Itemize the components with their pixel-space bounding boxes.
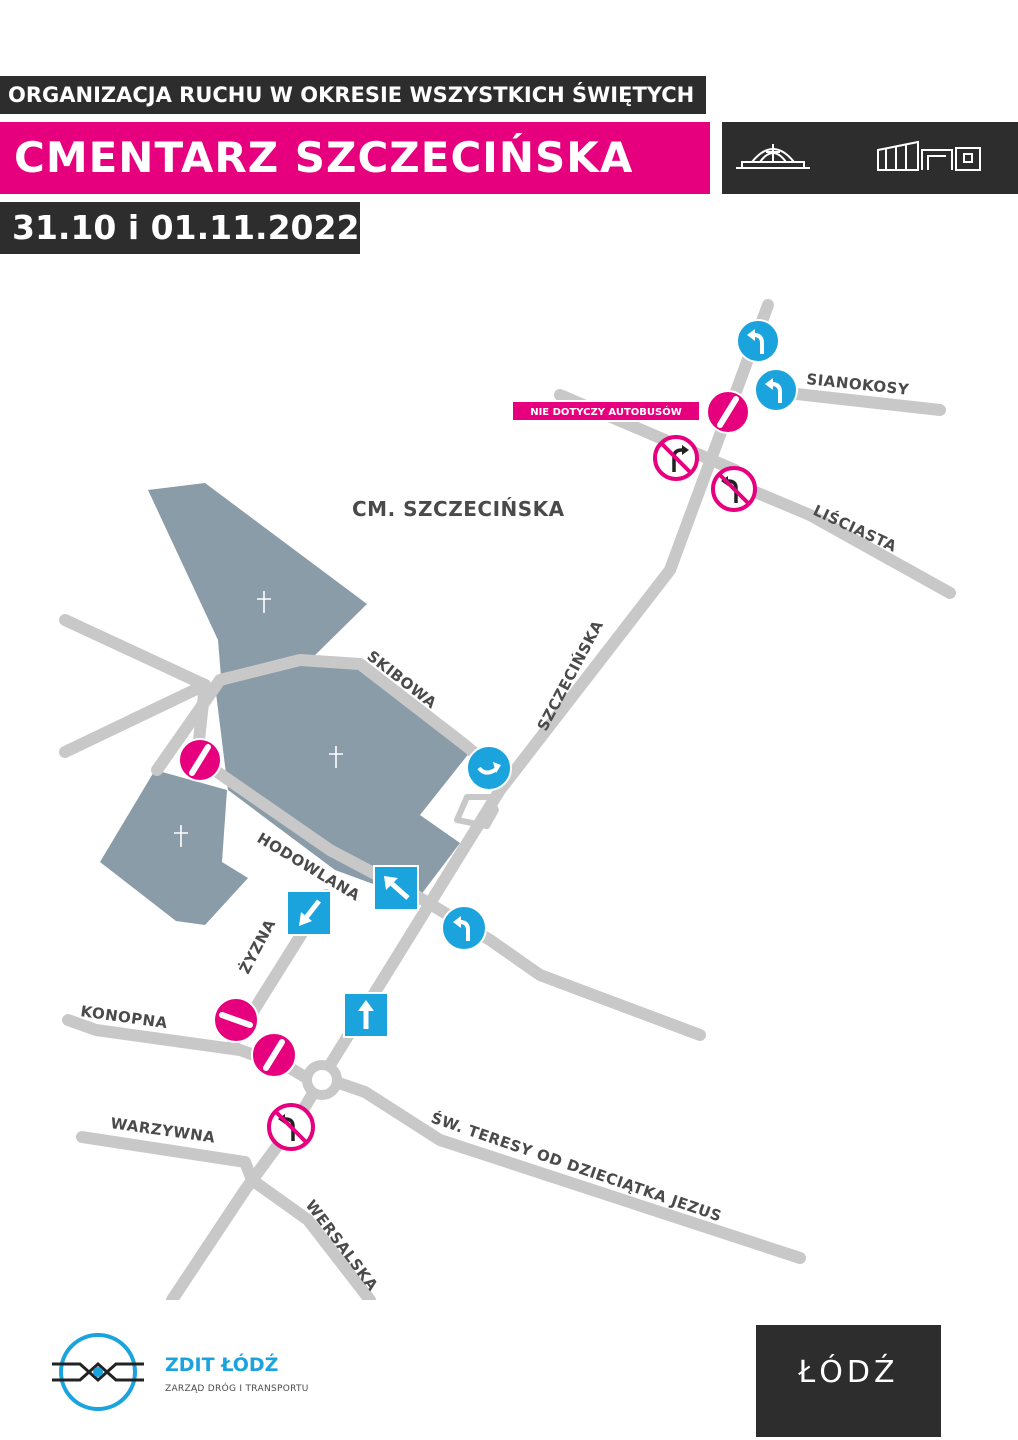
bus-exception-note: NIE DOTYCZY AUTOBUSÓW (511, 400, 701, 422)
cross-icon (174, 825, 188, 847)
header-title-bar: CMENTARZ SZCZECIŃSKA (0, 122, 710, 194)
header-date-bar: 31.10 i 01.11.2022 (0, 202, 360, 254)
turn-left-sign (754, 368, 798, 412)
bus-note-text: NIE DOTYCZY AUTOBUSÓW (530, 405, 682, 418)
cemetery-label: CM. SZCZECIŃSKA (352, 497, 565, 521)
no-left-turn-sign (653, 435, 699, 481)
station-hall-icon (736, 144, 810, 169)
parking-loop (454, 794, 499, 829)
one-way-sign (343, 992, 389, 1038)
zdit-name: ZDIT ŁÓDŹ (165, 1354, 279, 1376)
road-konopna (62, 1014, 316, 1086)
turn-left-sign (736, 319, 780, 363)
no-entry-sign (213, 997, 259, 1043)
header-subtitle-bar: ORGANIZACJA RUCHU W OKRESIE WSZYSTKICH Ś… (0, 76, 707, 114)
lodz-city-logo: ŁÓDŹ (756, 1325, 941, 1437)
turn-left-sign (441, 905, 487, 951)
cemetery-area (100, 483, 470, 925)
no-left-turn-sign (711, 466, 757, 512)
no-entry-sign (251, 1032, 297, 1078)
street-label-wersalska: WERSALSKA (302, 1197, 382, 1295)
lodz-logo-text: ŁÓDŹ (798, 1355, 899, 1390)
traffic-map: CM. SZCZECIŃSKA SIANOKOSY LIŚCIASTA SZCZ… (59, 299, 956, 1300)
street-label-zyzna: ŻYZNA (235, 916, 280, 977)
cross-icon (257, 591, 271, 613)
cross-icons (174, 591, 343, 847)
cemetery-west (100, 770, 248, 925)
header-icon-bar (722, 122, 1018, 194)
factory-building-icon (877, 140, 981, 171)
one-way-sign (286, 890, 332, 936)
event-date: 31.10 i 01.11.2022 (12, 208, 360, 247)
no-left-turn-sign (267, 1103, 315, 1151)
turn-left-sign (466, 745, 512, 791)
zdit-logo-icon (52, 1333, 144, 1411)
road-west-diagonal (59, 679, 211, 758)
cemetery-north (148, 483, 367, 690)
bus-note-box (511, 400, 701, 422)
no-entry-sign (706, 390, 750, 434)
zdit-subtitle: ZARZĄD DRÓG I TRANSPORTU (165, 1384, 309, 1394)
one-way-signs (286, 865, 419, 1038)
page-title: CMENTARZ SZCZECIŃSKA (14, 133, 634, 182)
no-entry-sign (178, 738, 222, 782)
one-way-sign (373, 865, 419, 911)
header-subtitle: ORGANIZACJA RUCHU W OKRESIE WSZYSTKICH Ś… (8, 83, 695, 107)
road-wersalska (246, 1174, 376, 1300)
road-lisciasta (716, 472, 956, 599)
cross-icon (329, 746, 343, 768)
building-icons (736, 140, 981, 171)
roundabout (302, 1060, 342, 1100)
cemetery-main (215, 664, 470, 900)
no-entry-signs (178, 390, 750, 1078)
turn-left-signs (441, 319, 798, 951)
road-warzywna (76, 1131, 258, 1186)
street-label-teresy: ŚW. TERESY OD DZIECIĄTKA JEZUS (429, 1108, 725, 1226)
no-left-turn-signs (267, 435, 757, 1151)
road-teresy (324, 1074, 806, 1264)
